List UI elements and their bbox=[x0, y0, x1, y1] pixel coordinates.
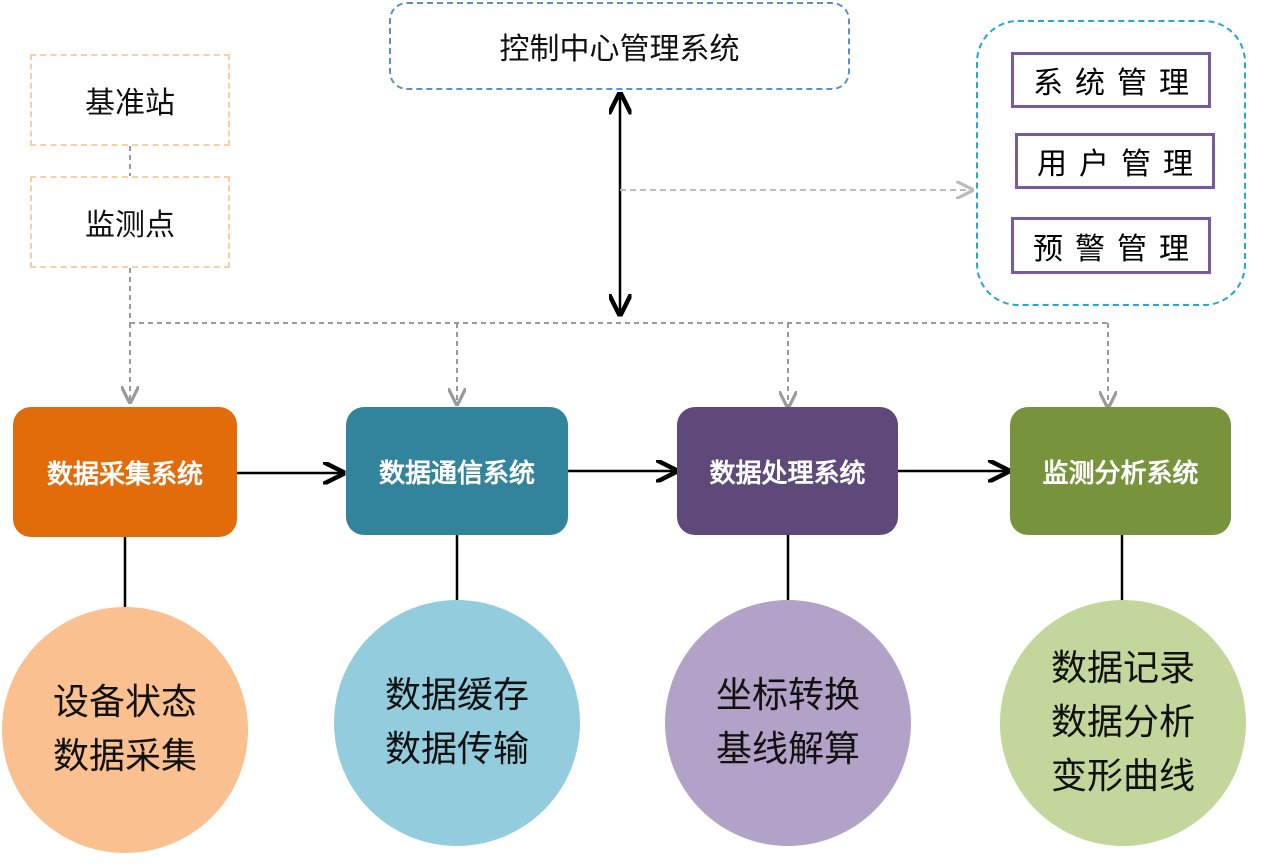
function-line: 数据记录 bbox=[1050, 648, 1195, 689]
function-line: 变形曲线 bbox=[1050, 756, 1195, 797]
management-group bbox=[976, 20, 1246, 306]
function-line: 设备状态 bbox=[52, 682, 197, 723]
management-item-user: 用户管理 bbox=[1015, 133, 1215, 189]
function-line: 数据分析 bbox=[1050, 702, 1195, 743]
function-line: 数据缓存 bbox=[384, 675, 529, 716]
system-label: 数据通信系统 bbox=[378, 458, 535, 489]
function-circle-analysis: 数据记录 数据分析 变形曲线 bbox=[1000, 600, 1246, 846]
system-box-communication: 数据通信系统 bbox=[346, 407, 568, 535]
system-label: 数据采集系统 bbox=[46, 459, 203, 490]
system-label: 监测分析系统 bbox=[1042, 458, 1199, 489]
control-center-label: 控制中心管理系统 bbox=[499, 32, 740, 67]
system-box-processing: 数据处理系统 bbox=[677, 407, 898, 535]
base-station-box: 基准站 bbox=[30, 54, 230, 146]
function-line: 数据采集 bbox=[52, 736, 197, 777]
management-item-label: 用户管理 bbox=[1037, 147, 1205, 182]
function-circle-communication: 数据缓存 数据传输 bbox=[334, 600, 580, 846]
base-station-label: 基准站 bbox=[85, 86, 175, 121]
system-label: 数据处理系统 bbox=[709, 458, 866, 489]
function-line: 坐标转换 bbox=[715, 675, 860, 716]
monitor-point-box: 监测点 bbox=[30, 176, 230, 268]
management-item-system: 系统管理 bbox=[1011, 52, 1211, 108]
management-item-warning: 预警管理 bbox=[1011, 217, 1211, 274]
system-box-acquisition: 数据采集系统 bbox=[13, 407, 237, 537]
function-circle-processing: 坐标转换 基线解算 bbox=[665, 600, 911, 846]
management-item-label: 预警管理 bbox=[1033, 231, 1201, 267]
function-circle-acquisition: 设备状态 数据采集 bbox=[2, 607, 248, 853]
function-line: 基线解算 bbox=[715, 729, 860, 770]
monitor-point-label: 监测点 bbox=[85, 208, 175, 243]
control-center-box: 控制中心管理系统 bbox=[389, 2, 850, 90]
management-item-label: 系统管理 bbox=[1033, 66, 1201, 101]
function-line: 数据传输 bbox=[384, 729, 529, 770]
system-box-analysis: 监测分析系统 bbox=[1010, 407, 1231, 535]
